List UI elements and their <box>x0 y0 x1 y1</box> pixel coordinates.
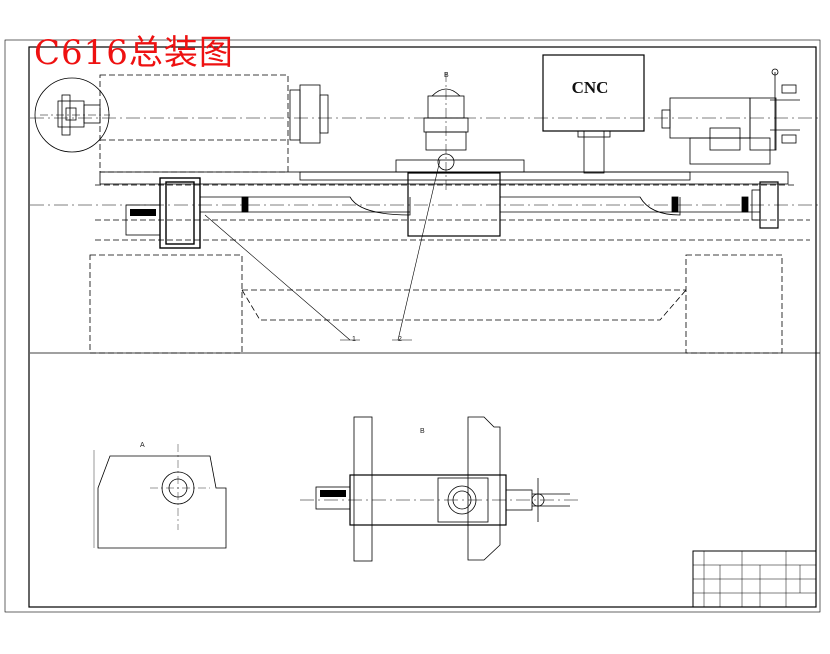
lathe-base <box>30 254 820 354</box>
lathe-bed <box>95 171 810 241</box>
headstock <box>99 74 289 173</box>
inner-border <box>28 46 817 608</box>
drawing-title: C616总装图 <box>34 33 234 73</box>
section-marker-top: B <box>444 72 449 79</box>
chuck-icon <box>34 77 110 153</box>
right-bearing <box>751 181 779 229</box>
leadscrew-motor <box>125 177 201 249</box>
motor-icon <box>423 72 469 190</box>
callout-1: 1 <box>352 336 356 343</box>
tailstock <box>661 97 777 165</box>
leader-line-1 <box>204 214 351 341</box>
section-marker-bottom: B <box>420 428 425 435</box>
carriage <box>407 172 501 237</box>
title-block <box>692 550 817 608</box>
motor-mount <box>395 159 525 173</box>
leadscrew <box>30 196 820 216</box>
section-a-view <box>93 444 227 549</box>
cnc-support-cap <box>577 130 611 138</box>
callout-a: A <box>140 442 145 449</box>
spindle-flange <box>289 84 329 144</box>
handwheel-icon <box>770 68 800 150</box>
cnc-label: CNC <box>571 78 609 97</box>
leader-line-2 <box>397 159 441 341</box>
callout-2: 2 <box>398 336 402 343</box>
outer-border <box>4 39 821 613</box>
section-b-view <box>300 416 580 562</box>
